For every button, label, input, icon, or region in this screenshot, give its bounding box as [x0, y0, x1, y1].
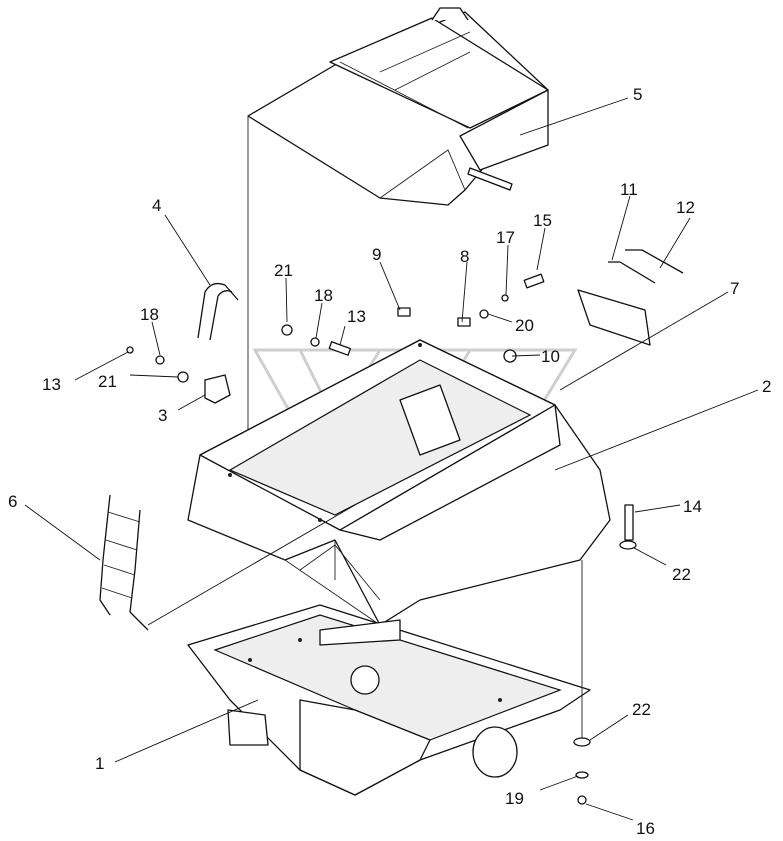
callout-13b: 13	[347, 307, 366, 326]
callout-8: 8	[460, 247, 469, 266]
callout-5: 5	[633, 85, 642, 104]
part-6-ladder	[99, 494, 149, 631]
callout-10: 10	[541, 347, 560, 366]
callout-9: 9	[372, 245, 381, 264]
callout-1: 1	[95, 754, 104, 773]
callout-17: 17	[496, 228, 515, 247]
callout-19: 19	[505, 789, 524, 808]
callout-13a: 13	[42, 375, 61, 394]
callout-4: 4	[152, 196, 161, 215]
part-5-top-lid	[247, 7, 549, 440]
callout-18a: 18	[140, 305, 159, 324]
callout-11: 11	[620, 180, 638, 199]
callout-21b: 21	[98, 372, 117, 391]
callout-22b: 22	[632, 700, 651, 719]
callout-14: 14	[683, 497, 702, 516]
part-1-base-frame	[187, 604, 591, 796]
part-2-hopper-body	[187, 339, 611, 626]
callout-15: 15	[533, 211, 552, 230]
callout-6: 6	[8, 492, 17, 511]
callout-18b: 18	[314, 286, 333, 305]
callout-3: 3	[158, 406, 167, 425]
callout-7: 7	[730, 279, 739, 298]
part-12-seal	[625, 249, 684, 274]
callout-20: 20	[515, 316, 534, 335]
part-7-cover-plate	[577, 289, 651, 346]
callout-21a: 21	[274, 261, 293, 280]
part-11-seal	[608, 261, 656, 284]
callout-16: 16	[636, 819, 655, 838]
leader-lines	[24, 97, 759, 821]
callout-22a: 22	[672, 565, 691, 584]
part-3-bracket	[204, 374, 231, 404]
callout-2: 2	[762, 377, 771, 396]
callout-labels: 1 2 3 4 5 6 7 8 9 10 11 12 13 13 14 15 1…	[8, 85, 771, 838]
part-4-handle	[197, 282, 239, 341]
callout-12: 12	[676, 198, 695, 217]
hardware-items	[126, 273, 637, 805]
